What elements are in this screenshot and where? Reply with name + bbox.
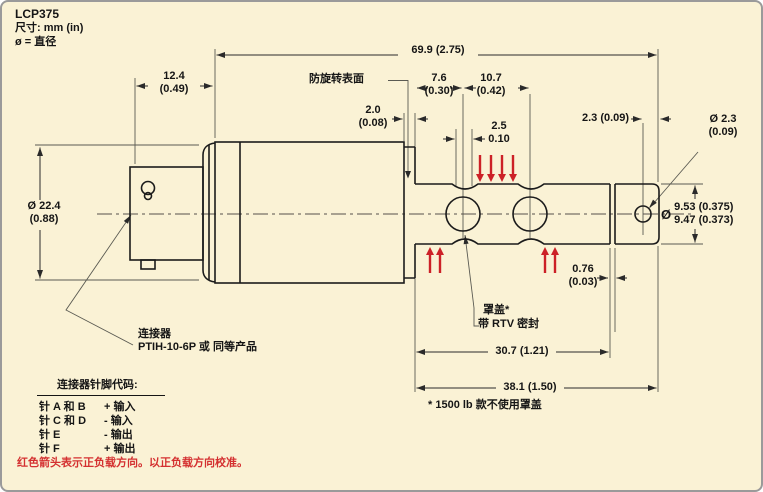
witness-lines <box>35 49 703 392</box>
dim-min-value: 9.47 (0.373) <box>674 214 734 226</box>
cover-label-line1: 罩盖* <box>483 304 510 316</box>
pin-name: 针 F <box>39 443 60 455</box>
dim-in-value: (0.30) <box>424 85 454 97</box>
dim-mm-value: Ø 22.4 <box>27 200 61 212</box>
flange-lip <box>202 142 216 283</box>
page-title: LCP375 <box>15 7 60 21</box>
dim-body-diameter: Ø 22.4 (0.88) <box>16 200 72 226</box>
pin-signal: - 输入 <box>104 415 133 427</box>
dim-hole1-offset: 7.6 (0.30) <box>417 72 461 98</box>
cover-footnote: * 1500 lb 款不使用罩盖 <box>428 399 542 411</box>
pin-name: 针 A 和 B <box>39 401 86 413</box>
dim-in-value: (0.42) <box>476 85 506 97</box>
pin-table-row: 针 F + 输出 <box>39 440 136 455</box>
part-outlines <box>129 141 660 284</box>
diameter-symbol: Ø <box>661 206 672 222</box>
dim-mm-value: 12.4 <box>163 70 185 82</box>
pin-signal: + 输出 <box>104 443 136 455</box>
dim-in-value: (0.09) <box>708 126 738 138</box>
dim-overall-length: 69.9 (2.75) <box>398 44 478 57</box>
dim-mm-value: 10.7 <box>480 72 502 84</box>
dim-end-hole-diameter: Ø 2.3 (0.09) <box>696 113 750 139</box>
beam-outline <box>415 183 616 245</box>
dim-cover-length: 30.7 (1.21) <box>488 345 556 358</box>
dim-in-value: (0.08) <box>358 117 388 129</box>
connector-leader <box>65 214 134 346</box>
load-arrows-down <box>476 155 517 182</box>
dim-notch: 2.5 0.10 <box>480 120 518 146</box>
dim-end-hole-offset: 2.3 (0.09) <box>582 112 630 124</box>
end-hole <box>634 205 652 223</box>
dim-mm-value: 2.0 <box>365 104 381 116</box>
units-note: 尺寸: mm (in) <box>15 22 84 34</box>
pin-table-title: 连接器针脚代码: <box>37 376 165 396</box>
dim-beam-diameter: Ø 9.53 (0.375) 9.47 (0.373) <box>661 201 733 227</box>
load-arrows <box>426 155 559 273</box>
load-direction-note: 红色箭头表示正负载方向。以正负载方向校准。 <box>17 457 248 469</box>
pin-name: 针 E <box>39 429 61 441</box>
pin-table-row: 针 E - 输出 <box>39 426 135 441</box>
dim-groove: 0.76 (0.03) <box>562 263 604 289</box>
pin-signal: + 输入 <box>104 401 136 413</box>
anti-rotation-label: 防旋转表面 <box>309 73 364 85</box>
connector-outline <box>129 142 216 283</box>
dim-mm-value: 0.76 <box>572 263 594 275</box>
anti-rotation-band <box>404 146 416 279</box>
pin-name: 针 C 和 D <box>39 415 87 427</box>
sensing-hole-1 <box>445 196 481 232</box>
dim-in-value: (0.88) <box>29 213 59 225</box>
dim-beam-length: 38.1 (1.50) <box>496 381 564 394</box>
cover-leader <box>464 234 479 327</box>
dim-mm-value: Ø 2.3 <box>709 113 737 125</box>
body-outline <box>214 141 416 284</box>
dim-mm-value: 7.6 <box>431 72 447 84</box>
pin-table-row: 针 A 和 B + 输入 <box>39 398 136 413</box>
connector-label-line1: 连接器 <box>138 328 171 340</box>
connector-pin <box>140 180 156 196</box>
dim-step: 2.0 (0.08) <box>351 104 395 130</box>
dim-in-value: (0.03) <box>568 276 598 288</box>
diameter-note: ø = 直径 <box>15 36 57 48</box>
pin-signal: - 输出 <box>104 429 133 441</box>
pin-table: 针 A 和 B + 输入 针 C 和 D - 输入 针 E - 输出 针 F +… <box>39 398 136 455</box>
dim-connector-length: 12.4 (0.49) <box>148 70 200 96</box>
anti-rotation-leader <box>388 80 409 172</box>
load-arrows-up <box>426 247 559 273</box>
sensing-hole-2 <box>512 196 548 232</box>
end-hole-leader <box>649 151 699 208</box>
leader-lines <box>65 80 699 346</box>
dim-in-value: 0.10 <box>488 133 510 145</box>
dim-mm-value: 2.5 <box>491 120 507 132</box>
cover-label-line2: 带 RTV 密封 <box>478 318 540 330</box>
dim-hole-spacing: 10.7 (0.42) <box>469 72 513 98</box>
dim-in-value: (0.49) <box>159 83 189 95</box>
connector-tab <box>140 259 156 270</box>
connector-label-line2: PTIH-10-6P 或 同等产品 <box>138 341 257 353</box>
end-cap-outline <box>615 183 660 245</box>
pin-table-row: 针 C 和 D - 输入 <box>39 412 135 427</box>
dim-max-value: 9.53 (0.375) <box>674 201 734 213</box>
